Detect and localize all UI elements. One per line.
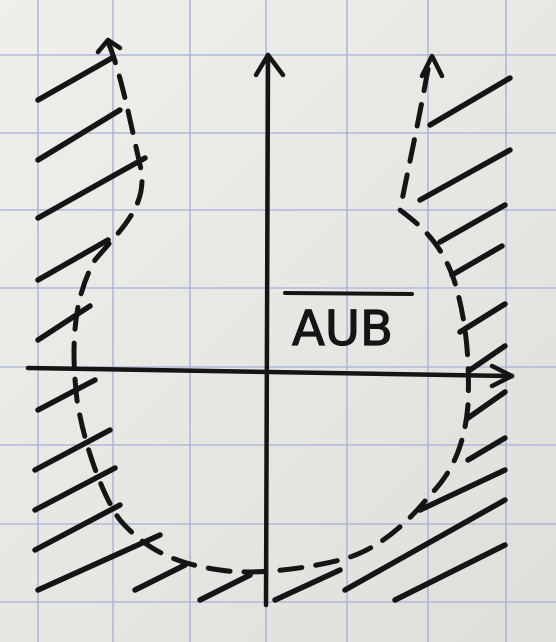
hatched-region-outside-boundary — [32, 55, 513, 603]
set-union-label: AUB — [292, 301, 393, 357]
x-axis-line — [25, 365, 515, 379]
dashed-u-shaped-boundary — [71, 39, 471, 575]
y-axis-arrow — [253, 52, 286, 78]
complement-overline — [283, 291, 414, 296]
axes — [25, 37, 515, 608]
y-axis-line — [263, 52, 271, 608]
left-boundary-arrow — [95, 37, 123, 55]
x-axis-arrow — [489, 363, 515, 389]
right-boundary-arrow — [419, 53, 445, 79]
